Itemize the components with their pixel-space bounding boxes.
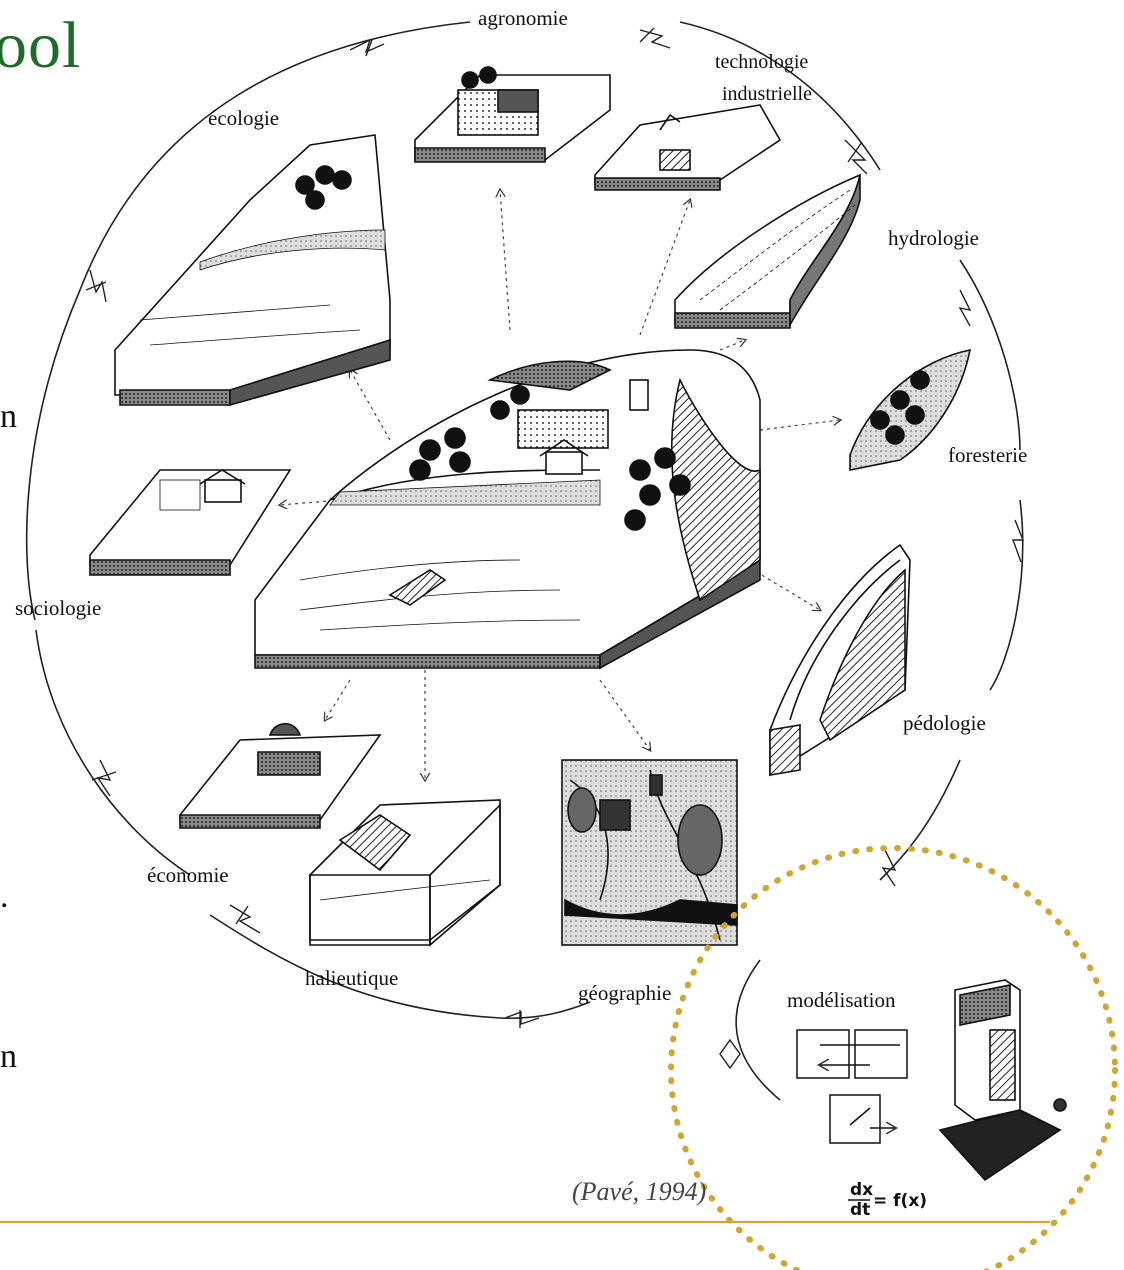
equation-denominator: dt: [850, 1200, 870, 1220]
side-text-fragment-2: .: [0, 878, 9, 915]
label-agronomie: agronomie: [478, 6, 568, 30]
halieutique-block: [309, 799, 501, 947]
side-text-fragment-1: n: [0, 398, 17, 435]
foresterie-block: [849, 348, 972, 471]
equation-numerator: dx: [850, 1180, 873, 1200]
modelisation-flow-diagram: [796, 1029, 908, 1144]
label-halieutique: halieutique: [305, 966, 398, 990]
label-foresterie: foresterie: [948, 443, 1027, 467]
computer-icon: [938, 979, 1067, 1182]
geographie-map: [561, 759, 738, 946]
label-technologie-2: industrielle: [722, 83, 812, 105]
equation-rhs: = f(x): [873, 1191, 927, 1211]
sociologie-block: [89, 469, 292, 576]
pedologie-block: [769, 543, 911, 777]
label-economie: économie: [147, 863, 229, 887]
economie-block: [179, 722, 382, 829]
label-sociologie: sociologie: [15, 596, 101, 620]
label-modelisation: modélisation: [787, 988, 896, 1012]
technologie-block: [594, 104, 782, 191]
agronomie-block: [414, 66, 611, 163]
cycle-arrow-glyphs: [85, 27, 1025, 1070]
label-ecologie: écologie: [208, 106, 279, 130]
label-geographie: géographie: [578, 981, 671, 1005]
highlight-circle: [668, 845, 1118, 1270]
outer-cycle-ring: [25, 21, 1024, 1101]
central-landscape-block: [254, 349, 761, 670]
hydrologie-block: [674, 173, 862, 329]
label-pedologie: pédologie: [903, 711, 986, 735]
side-text-fragment-3: n: [0, 1038, 17, 1075]
slide-title-fragment: ool: [0, 9, 82, 82]
label-technologie-1: technologie: [715, 51, 808, 73]
citation: (Pavé, 1994): [572, 1177, 706, 1206]
label-hydrologie: hydrologie: [888, 226, 979, 250]
ecologie-block: [114, 134, 391, 407]
radiating-arrows: [280, 190, 840, 780]
